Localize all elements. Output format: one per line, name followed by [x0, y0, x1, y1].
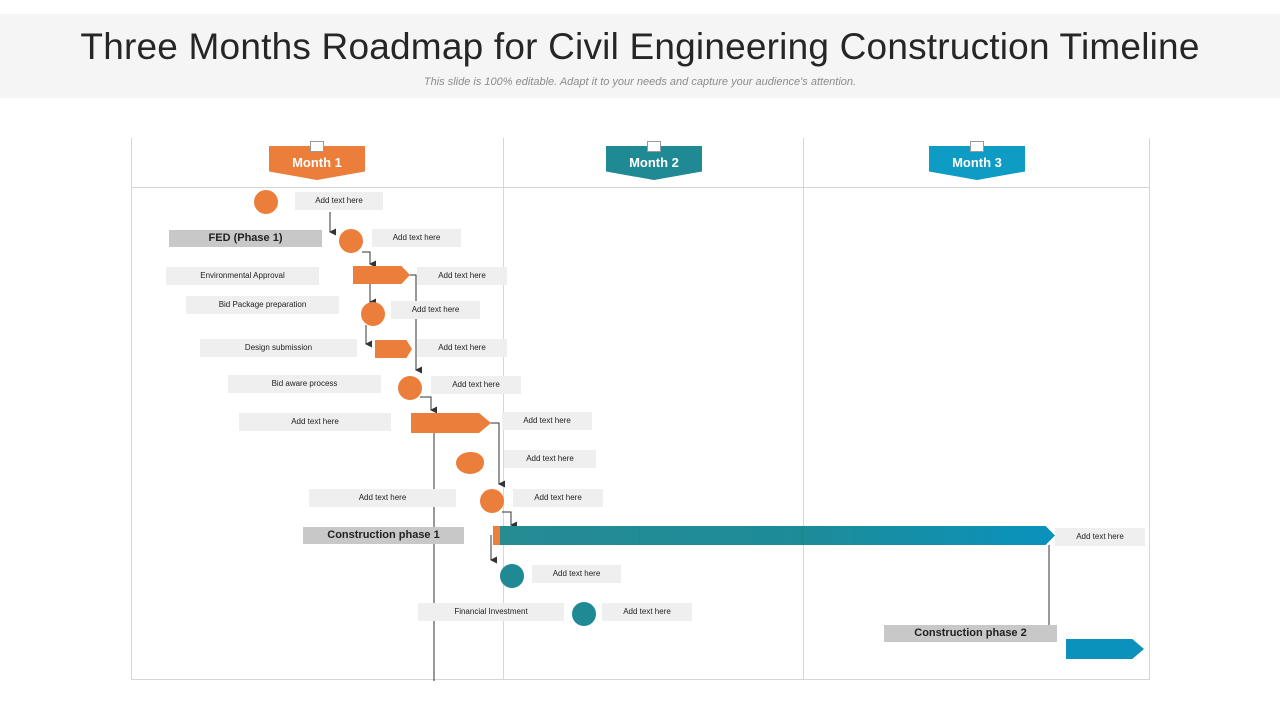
- month-2-tab-notch: [647, 141, 661, 152]
- text-placeholder: Add text here: [504, 450, 596, 468]
- task-bar-construction-phase-2: [1066, 639, 1144, 659]
- header-band: [0, 14, 1280, 98]
- frame-left-border: [131, 138, 132, 680]
- text-placeholder: Add text here: [239, 413, 391, 431]
- text-placeholder: Add text here: [372, 229, 461, 247]
- task-bar-construction-phase-1: [500, 526, 1055, 545]
- task-label-fed-phase-1: FED (Phase 1): [169, 230, 322, 247]
- task-label-construction-phase-2: Construction phase 2: [884, 625, 1057, 642]
- task-label-environmental-approval: Environmental Approval: [166, 267, 319, 285]
- milestone-dot: [254, 190, 278, 214]
- month-column-divider-2: [803, 138, 804, 680]
- text-placeholder: Add text here: [502, 412, 592, 430]
- task-bar-segment: [802, 526, 803, 545]
- month-3-tab-notch: [970, 141, 984, 152]
- task-bar-environmental-approval: [353, 266, 410, 284]
- task-bar: [411, 413, 491, 433]
- milestone-dot: [572, 602, 596, 626]
- milestone-dot: [361, 302, 385, 326]
- text-placeholder: Add text here: [417, 267, 507, 285]
- task-bar-construction-phase-1-start: [493, 526, 502, 545]
- month-column-divider-1: [503, 138, 504, 680]
- milestone-dot: [398, 376, 422, 400]
- task-label-construction-phase-1: Construction phase 1: [303, 527, 464, 544]
- text-placeholder: Add text here: [513, 489, 603, 507]
- milestone-dot: [500, 564, 524, 588]
- page-subtitle: This slide is 100% editable. Adapt it to…: [423, 76, 857, 88]
- text-placeholder: Add text here: [602, 603, 692, 621]
- text-placeholder: Add text here: [391, 301, 480, 319]
- task-label-bid-package-preparation: Bid Package preparation: [186, 296, 339, 314]
- text-placeholder: Add text here: [417, 339, 507, 357]
- month-header-divider: [131, 187, 1150, 188]
- text-placeholder: Add text here: [1055, 528, 1145, 546]
- milestone-dot: [480, 489, 504, 513]
- task-bar-design-submission: [375, 340, 412, 358]
- month-1-tab-notch: [310, 141, 324, 152]
- text-placeholder: Add text here: [532, 565, 621, 583]
- milestone-dot: [339, 229, 363, 253]
- text-placeholder: Add text here: [295, 192, 383, 210]
- task-label-design-submission: Design submission: [200, 339, 357, 357]
- frame-bottom-border: [131, 679, 1150, 680]
- task-label-financial-investment: Financial Investment: [418, 603, 564, 621]
- milestone-dot: [456, 452, 484, 474]
- page-title: Three Months Roadmap for Civil Engineeri…: [80, 26, 1200, 67]
- frame-right-border: [1149, 138, 1150, 680]
- month-1-tab: Month 1: [269, 146, 365, 180]
- text-placeholder: Add text here: [309, 489, 456, 507]
- text-placeholder: Add text here: [431, 376, 521, 394]
- task-label-bid-aware-process: Bid aware process: [228, 375, 381, 393]
- task-bar-segment: [639, 526, 640, 545]
- month-2-tab: Month 2: [606, 146, 702, 180]
